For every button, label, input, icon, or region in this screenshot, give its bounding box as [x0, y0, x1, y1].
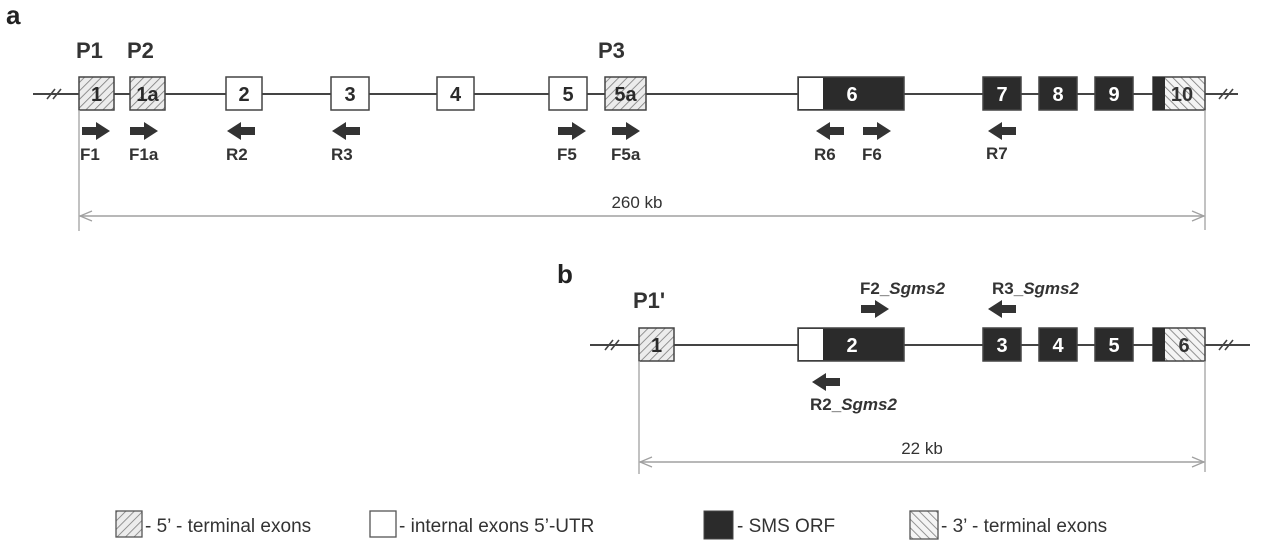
exon-label: 7: [996, 84, 1007, 106]
primer-arrow-f1a: [130, 122, 158, 140]
scale-label-a: 260 kb: [611, 193, 662, 212]
exon-label: 4: [450, 84, 462, 106]
exon-label: 1: [91, 84, 102, 106]
exon-a-1a: 1a: [129, 76, 166, 111]
exon-label: 3: [996, 335, 1007, 357]
promoter-label-p1: P1: [76, 38, 103, 63]
primer-arrow-r7: [988, 122, 1016, 140]
exon-label: 6: [1178, 335, 1189, 357]
exon-a-5a: 5a: [604, 76, 647, 111]
exon-label: 2: [238, 84, 249, 106]
primer-label-f1a: F1a: [129, 145, 159, 164]
exon-label: 3: [344, 84, 355, 106]
panel-b: b P1' 1 2 3 4 5: [557, 259, 1250, 474]
legend-label: - 5’ - terminal exons: [145, 516, 311, 537]
exon-b-2: 2: [797, 327, 905, 362]
exon-label: 1a: [136, 84, 159, 106]
scale-bar-b: [638, 361, 1206, 474]
exon-label: 9: [1108, 84, 1119, 106]
primer-label-r2-sgms2: R2_Sgms2: [810, 395, 897, 414]
exon-label: 4: [1052, 335, 1064, 357]
promoter-label-p2: P2: [127, 38, 154, 63]
primer-label-f5a: F5a: [611, 145, 641, 164]
exon-label: 5: [562, 84, 573, 106]
break-mark-right-b: [1218, 339, 1234, 351]
legend-item-internal: - internal exons 5’-UTR: [369, 510, 594, 538]
primer-label-f6: F6: [862, 145, 882, 164]
exon-a-9: 9: [1094, 76, 1134, 111]
legend-item-5-terminal: - 5’ - terminal exons: [115, 510, 311, 538]
primer-label-f2-sgms2: F2_Sgms2: [860, 279, 946, 298]
exon-a-5: 5: [548, 76, 588, 111]
break-mark-left-b: [604, 339, 620, 351]
exon-b-6: 6: [1152, 327, 1206, 362]
legend-swatch-5-terminal: [115, 510, 143, 538]
primer-arrow-r3-sgms2: [988, 300, 1016, 318]
exon-b-1: 1: [638, 327, 675, 362]
scale-bar-a: [78, 110, 1206, 231]
exon-label: 8: [1052, 84, 1063, 106]
primer-arrow-f6: [863, 122, 891, 140]
break-mark-right-a: [1218, 88, 1234, 100]
exon-a-7: 7: [982, 76, 1022, 111]
exon-a-1: 1: [78, 76, 115, 111]
legend-label: - SMS ORF: [737, 516, 835, 537]
primer-arrow-r2-sgms2: [812, 373, 840, 391]
primer-label-r2: R2: [226, 145, 248, 164]
legend-swatch-3-terminal: [909, 510, 939, 540]
primer-label-r3-sgms2: R3_Sgms2: [992, 279, 1079, 298]
legend-label: - internal exons 5’-UTR: [399, 516, 594, 537]
legend-label: - 3’ - terminal exons: [941, 516, 1107, 537]
primer-label-r7: R7: [986, 144, 1008, 163]
promoter-label-p1-prime: P1': [633, 288, 665, 313]
exon-a-8: 8: [1038, 76, 1078, 111]
primer-arrow-r3: [332, 122, 360, 140]
panel-letter-b: b: [557, 259, 573, 289]
exon-label: 2: [846, 335, 857, 357]
primer-label-r3: R3: [331, 145, 353, 164]
exon-a-2: 2: [225, 76, 263, 111]
break-mark-left-a: [46, 88, 62, 100]
panel-a: a P1 P2 P3 1 1a 2 3 4: [6, 0, 1238, 231]
exon-a-4: 4: [436, 76, 475, 111]
panel-letter-a: a: [6, 0, 21, 30]
primer-arrow-r2: [227, 122, 255, 140]
exon-b-3: 3: [982, 327, 1022, 362]
exon-label: 6: [846, 84, 857, 106]
exon-a-3: 3: [330, 76, 370, 111]
primer-label-r6: R6: [814, 145, 836, 164]
primer-arrow-f2-sgms2: [861, 300, 889, 318]
legend-swatch-internal: [369, 510, 397, 538]
primer-label-f1: F1: [80, 145, 100, 164]
exon-label: 5a: [614, 84, 637, 106]
legend: - 5’ - terminal exons - internal exons 5…: [115, 510, 1107, 540]
legend-swatch-orf: [703, 510, 734, 540]
promoter-label-p3: P3: [598, 38, 625, 63]
exon-label: 1: [651, 335, 662, 357]
primer-label-f5: F5: [557, 145, 577, 164]
exon-label: 10: [1171, 84, 1193, 106]
exon-b-4: 4: [1038, 327, 1078, 362]
exon-a-6: 6: [797, 76, 905, 111]
legend-item-3-terminal: - 3’ - terminal exons: [909, 510, 1107, 540]
scale-label-b: 22 kb: [901, 439, 943, 458]
primer-arrow-f5a: [612, 122, 640, 140]
exon-label: 5: [1108, 335, 1119, 357]
exon-b-5: 5: [1094, 327, 1134, 362]
primer-arrow-f5: [558, 122, 586, 140]
exon-a-10: 10: [1152, 76, 1206, 111]
legend-item-orf: - SMS ORF: [703, 510, 835, 540]
primer-arrow-f1: [82, 122, 110, 140]
primer-arrow-r6: [816, 122, 844, 140]
